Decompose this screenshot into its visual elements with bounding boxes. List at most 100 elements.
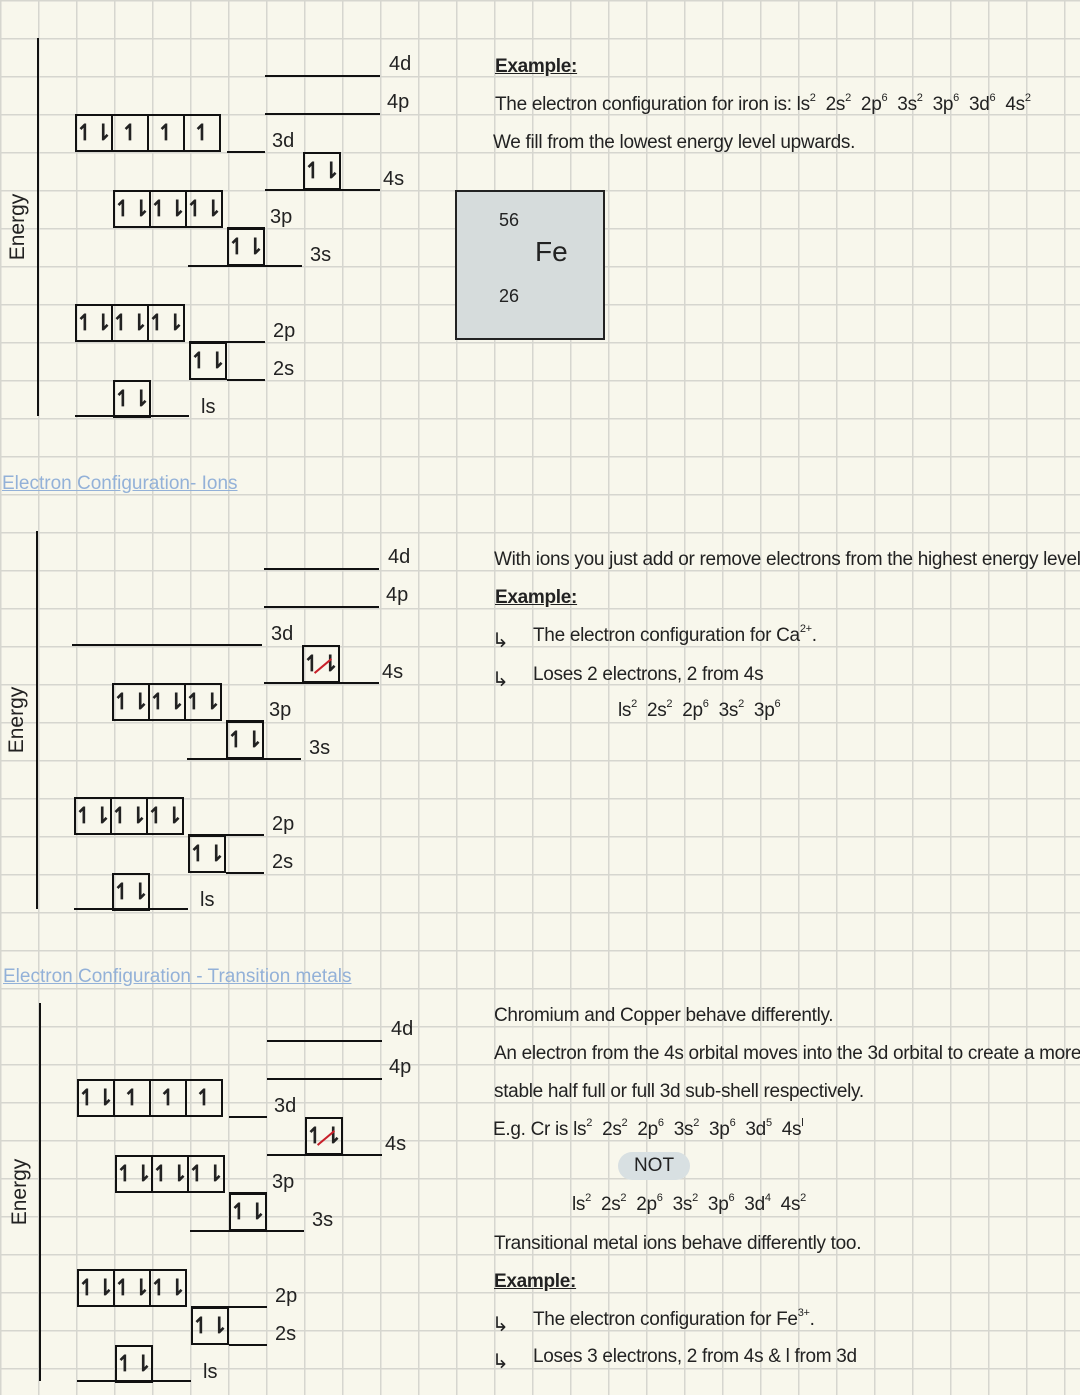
not-badge: NOT: [618, 1152, 690, 1180]
ions-intro: With ions you just add or remove electro…: [494, 549, 1080, 570]
orbital-box-3s: ↿⇂: [229, 1193, 267, 1231]
orbital-box-3d: ↿: [149, 1079, 187, 1117]
level-label-1s: ls: [201, 396, 216, 418]
ions-item-2: Loses 2 electrons, 2 from 4s: [533, 664, 764, 685]
level-label-4p: 4p: [387, 91, 410, 113]
orbital-box-3s: ↿⇂: [226, 721, 264, 759]
orbital-term: ls2: [796, 92, 816, 116]
orbital-term: 3d5: [745, 1117, 772, 1141]
example-heading: Example:: [495, 587, 578, 608]
arrow-icon: ↳: [492, 669, 509, 691]
orbital-term: ls2: [573, 1117, 593, 1141]
energy-level-line: [74, 908, 188, 910]
level-label-2s: 2s: [272, 851, 294, 873]
level-label-3d: 3d: [274, 1095, 297, 1117]
level-label-3s: 3s: [312, 1209, 334, 1231]
tm-line-1: Chromium and Copper behave differently.: [494, 1005, 834, 1026]
orbital-term: 3p6: [707, 1192, 735, 1216]
level-label-2p: 2p: [275, 1285, 298, 1307]
orbital-term: 4s2: [1005, 92, 1031, 116]
level-label-3p: 3p: [269, 699, 292, 721]
orbital-box-2p: ↿⇂: [74, 797, 112, 835]
orbital-box-3p: ↿⇂: [112, 683, 150, 721]
cross-out-mark: [313, 658, 333, 674]
orbital-box-3p: ↿⇂: [149, 190, 187, 228]
energy-level-line: [229, 1344, 267, 1346]
energy-axis: [37, 38, 39, 416]
orbital-box-4s: ↿⇂: [302, 645, 340, 683]
tm-line-3: stable half full or full 3d sub-shell re…: [494, 1081, 864, 1102]
level-label-2s: 2s: [275, 1323, 297, 1345]
orbital-box-2s: ↿⇂: [189, 342, 227, 380]
arrow-icon: ↳: [492, 1351, 509, 1373]
level-label-3p: 3p: [272, 1171, 295, 1193]
level-label-4d: 4d: [389, 53, 412, 75]
orbital-term: ls2: [618, 698, 637, 722]
orbital-box-2s: ↿⇂: [191, 1307, 229, 1345]
example-heading: Example:: [494, 1271, 577, 1292]
orbital-term: 3s2: [672, 1192, 699, 1216]
orbital-box-3p: ↿⇂: [148, 683, 186, 721]
energy-level-line: [264, 568, 379, 570]
orbital-term: 2p6: [682, 698, 709, 722]
orbital-box-2p: ↿⇂: [147, 304, 185, 342]
level-label-4p: 4p: [386, 584, 409, 606]
level-label-1s: ls: [203, 1361, 218, 1383]
item-text: The electron configuration for Fe: [533, 1309, 798, 1330]
energy-level-line: [265, 75, 380, 77]
orbital-box-3d: ↿: [185, 1079, 223, 1117]
atomic-number: 26: [499, 286, 520, 306]
energy-level-line: [227, 151, 265, 153]
level-label-3s: 3s: [309, 737, 331, 759]
arrow-icon: ↳: [492, 1314, 509, 1336]
orbital-term: ls2: [572, 1192, 591, 1216]
charge: 3+: [797, 1307, 810, 1319]
orbital-box-2s: ↿⇂: [188, 835, 226, 873]
level-label-3d: 3d: [272, 130, 295, 152]
energy-level-line: [75, 415, 189, 417]
orbital-term: 2s2: [602, 1117, 628, 1141]
orbital-box-3p: ↿⇂: [151, 1155, 189, 1193]
cross-out-mark: [316, 1130, 336, 1146]
energy-level-line: [190, 1230, 304, 1232]
energy-level-line: [264, 606, 379, 608]
mass-number: 56: [499, 210, 520, 230]
energy-level-line: [265, 189, 380, 191]
orbital-box-3d: ↿⇂: [77, 1079, 115, 1117]
level-label-4s: 4s: [385, 1133, 407, 1155]
level-label-2s: 2s: [273, 358, 295, 380]
orbital-box-3d: ↿: [183, 114, 221, 152]
energy-level-line: [229, 1116, 267, 1118]
section-heading-transition-metals: Electron Configuration - Transition meta…: [3, 966, 352, 987]
orbital-box-3d: ↿⇂: [75, 114, 113, 152]
energy-axis: [36, 531, 38, 909]
item-text: The electron configuration for Ca: [533, 625, 800, 646]
energy-level-line: [265, 113, 380, 115]
orbital-term: 3p6: [932, 92, 960, 116]
element-symbol: Fe: [535, 236, 568, 267]
orbital-term: 4s2: [780, 1192, 807, 1216]
energy-level-line: [227, 379, 265, 381]
orbital-term: 2s2: [600, 1192, 627, 1216]
orbital-box-2p: ↿⇂: [77, 1269, 115, 1307]
tm-item-2: Loses 3 electrons, 2 from 4s & l from 3d: [533, 1346, 857, 1367]
level-label-3p: 3p: [270, 206, 293, 228]
level-label-3d: 3d: [271, 623, 294, 645]
orbital-term: 3s2: [897, 92, 923, 116]
orbital-box-3d: ↿: [111, 114, 149, 152]
energy-level-line: [264, 682, 379, 684]
orbital-box-1s: ↿⇂: [112, 873, 150, 911]
orbital-box-1s: ↿⇂: [115, 1345, 153, 1383]
tm-line-2: An electron from the 4s orbital moves in…: [494, 1043, 1080, 1064]
energy-level-line: [226, 872, 264, 874]
energy-level-line: [189, 341, 265, 343]
orbital-term: 3d6: [968, 92, 996, 116]
energy-level-line: [267, 1154, 382, 1156]
section-heading-ions: Electron Configuration- Ions: [2, 473, 238, 494]
